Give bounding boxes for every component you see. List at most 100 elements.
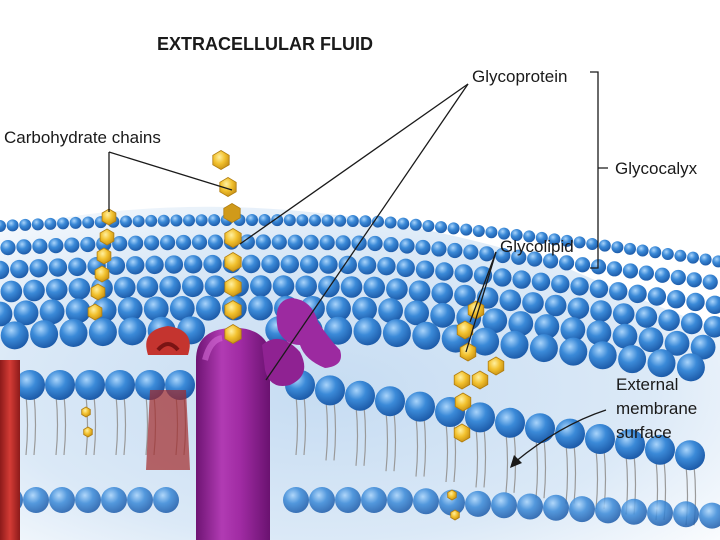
lipid-head (133, 215, 145, 227)
lipid-head (127, 487, 153, 513)
sugar-monomer (91, 284, 105, 300)
lipid-head (599, 240, 611, 252)
lipid-head (517, 494, 543, 520)
lipid-head (448, 222, 460, 234)
lipid-head (153, 487, 179, 513)
lipid-head (118, 317, 146, 345)
lipid-head (545, 295, 567, 317)
lipid-head (44, 218, 56, 230)
lipid-head (387, 487, 413, 513)
lipid-head (383, 237, 398, 252)
lipid-head (66, 298, 91, 323)
lipid-head (339, 256, 357, 274)
lipid-head (568, 297, 590, 319)
lipid-head (272, 234, 287, 249)
lipid-head (341, 276, 363, 298)
lipid-head (712, 255, 720, 267)
lipid-head (675, 440, 705, 470)
lipid-head (315, 375, 345, 405)
lipid-head (19, 219, 31, 231)
lipid-head (595, 497, 621, 523)
lipid-head (569, 496, 595, 522)
lipid-head (49, 258, 67, 276)
label-glycocalyx: Glycocalyx (615, 159, 698, 178)
lipid-head (397, 218, 409, 230)
lipid-head (413, 488, 439, 514)
lipid-head (677, 353, 705, 381)
lipid-head (501, 331, 529, 359)
channel-protein-red (146, 326, 190, 470)
lipid-head (300, 255, 318, 273)
lipid-head (671, 270, 686, 285)
lipid-head (196, 214, 208, 226)
lipid-head (335, 487, 361, 513)
lipid-head (23, 487, 49, 513)
lipid-head (165, 255, 183, 273)
lipid-head (555, 419, 585, 449)
sugar-monomer (454, 371, 470, 389)
lipid-head (296, 214, 308, 226)
lipid-head (479, 246, 494, 261)
lipid-head (309, 487, 335, 513)
sugar-monomer (100, 229, 114, 245)
lipid-head (410, 219, 422, 231)
lipid-head (319, 255, 337, 273)
lipid-head (318, 276, 340, 298)
lipid-head (158, 215, 170, 227)
lipid-head (309, 214, 321, 226)
lipid-head (183, 214, 195, 226)
lipid-head (182, 276, 204, 298)
lipid-head (49, 487, 75, 513)
lipid-head (60, 319, 88, 347)
lipid-head (525, 413, 555, 443)
lipid-head (361, 487, 387, 513)
sugar-monomer (455, 393, 471, 411)
sugar-monomer (224, 204, 240, 223)
lipid-head (551, 275, 569, 293)
lipid-head (283, 487, 309, 513)
lipid-head (192, 235, 207, 250)
lipid-head (14, 300, 39, 325)
lipid-head (137, 276, 159, 298)
lipid-head (363, 277, 385, 299)
lipid-head (667, 290, 685, 308)
lipid-head (75, 370, 105, 400)
lipid-head (687, 272, 702, 287)
lipid-head (454, 264, 472, 282)
title-extracellular-fluid: EXTRACELLULAR FLUID (157, 34, 373, 54)
lipid-head (649, 246, 661, 258)
lipid-head (655, 268, 670, 283)
lipid-head (160, 235, 175, 250)
lipid-head (347, 215, 359, 227)
lipid-head (559, 255, 574, 270)
lipid-head (30, 320, 58, 348)
lipid-head (530, 334, 558, 362)
sugar-monomer (88, 304, 102, 320)
lipid-head (48, 238, 63, 253)
lipid-head (128, 236, 143, 251)
lipid-head (112, 236, 127, 251)
sugar-monomer (84, 427, 93, 437)
lipid-head (383, 319, 411, 347)
lipid-head (609, 282, 627, 300)
lipid-head (416, 260, 434, 278)
lipid-head (686, 293, 704, 311)
sugar-monomer (488, 357, 504, 375)
lipid-head (430, 303, 455, 328)
lipid-head (334, 215, 346, 227)
lipid-head (354, 317, 382, 345)
lipid-head (57, 217, 69, 229)
lipid-head (493, 268, 511, 286)
lipid-head (543, 495, 569, 521)
lipid-head (70, 217, 82, 229)
lipid-head (246, 214, 258, 226)
lipid-head (574, 236, 586, 248)
lipid-head (613, 303, 635, 325)
lipid-head (422, 220, 434, 232)
lipid-head (681, 313, 703, 335)
lipid-head (687, 252, 699, 264)
lipid-head (359, 215, 371, 227)
lipid-head (46, 279, 68, 301)
label-carbohydrate-chains: Carbohydrate chains (4, 128, 161, 147)
